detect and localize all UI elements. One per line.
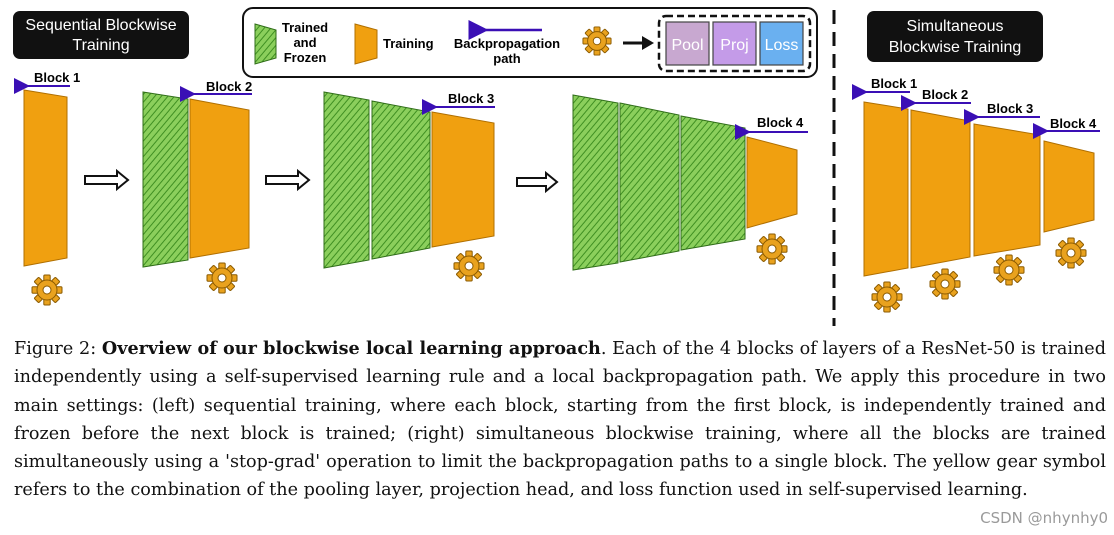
gear-icon xyxy=(1055,237,1087,269)
legend-training-label: Training xyxy=(383,36,434,51)
legend-components-box xyxy=(657,14,812,73)
right-title-line-2: Blockwise Training xyxy=(889,39,1022,56)
block-3-training xyxy=(973,123,1041,257)
block-3-label: Block 3 xyxy=(448,91,494,106)
stage-arrow-3 xyxy=(516,170,559,194)
sim-block-1-label: Block 1 xyxy=(871,76,917,91)
block-1-frozen xyxy=(323,91,370,269)
caption-body: . Each of the 4 blocks of layers of a Re… xyxy=(14,339,1106,501)
legend-gear-icon xyxy=(582,26,612,56)
caption-title: Overview of our blockwise local learning… xyxy=(101,338,601,359)
block-1-frozen xyxy=(572,94,619,271)
left-title-line-2: Training xyxy=(72,37,129,54)
legend-proj-box xyxy=(712,21,757,66)
block-3-frozen xyxy=(680,115,746,251)
left-title-box: Sequential Blockwise Training xyxy=(13,11,189,59)
block-1-label: Block 1 xyxy=(34,70,80,85)
legend-loss-label: Loss xyxy=(765,37,799,54)
sim-block-4-label: Block 4 xyxy=(1050,116,1097,131)
stage-arrow-1 xyxy=(84,168,130,192)
gear-icon xyxy=(453,250,485,282)
stage-4: Block 4 xyxy=(572,94,808,271)
gear-icon xyxy=(756,233,788,265)
right-title-box: Simultaneous Blockwise Training xyxy=(867,11,1043,62)
block-2-label: Block 2 xyxy=(206,79,252,94)
legend-training-swatch xyxy=(354,23,378,65)
figure-caption: Figure 2: Overview of our blockwise loca… xyxy=(14,335,1106,505)
block-2-training xyxy=(910,109,971,269)
simultaneous-stage: Block 1 Block 2 Block 3 Block 4 xyxy=(852,76,1100,313)
stage-arrow-2 xyxy=(265,168,311,192)
block-1-training xyxy=(863,101,909,277)
sim-block-2-label: Block 2 xyxy=(922,87,968,102)
legend-frozen-line-2: and xyxy=(293,35,316,50)
legend-frozen-line-3: Frozen xyxy=(284,50,327,65)
legend-right-arrow-head xyxy=(642,36,654,50)
sim-block-3-label: Block 3 xyxy=(987,101,1033,116)
block-2-training xyxy=(189,98,250,259)
legend-loss-box xyxy=(759,21,804,66)
legend-pool-box xyxy=(665,21,710,66)
legend-proj-label: Proj xyxy=(720,37,748,54)
block-4-training xyxy=(746,136,798,229)
block-1-training xyxy=(23,89,68,267)
legend-backprop-line-2: path xyxy=(493,51,521,66)
caption-label: Figure 2: xyxy=(14,339,97,359)
stage-3: Block 3 xyxy=(323,91,495,282)
gear-icon xyxy=(206,262,238,294)
block-2-frozen xyxy=(371,100,431,260)
legend-frozen-swatch xyxy=(254,23,277,65)
block-4-label: Block 4 xyxy=(757,115,804,130)
legend-pool-label: Pool xyxy=(671,37,703,54)
block-1-frozen xyxy=(142,91,189,268)
gear-icon xyxy=(993,254,1025,286)
stage-1: Block 1 xyxy=(13,70,80,306)
gear-icon xyxy=(871,281,903,313)
gear-icon xyxy=(31,274,63,306)
left-title-line-1: Sequential Blockwise xyxy=(25,17,176,34)
watermark: CSDN @nhynhy0 xyxy=(980,509,1108,527)
block-2-frozen xyxy=(619,102,680,263)
block-3-training xyxy=(431,111,495,248)
gear-icon xyxy=(929,268,961,300)
legend-backprop-line-1: Backpropagation xyxy=(454,36,560,51)
legend-frozen-line-1: Trained xyxy=(282,20,328,35)
blockwise-diagram: Sequential Blockwise Training Trained an… xyxy=(13,7,1100,326)
right-title-line-1: Simultaneous xyxy=(907,18,1004,35)
legend: Trained and Frozen Training Backpropagat… xyxy=(242,7,818,78)
stage-2: Block 2 xyxy=(142,79,252,294)
block-4-training xyxy=(1043,140,1095,233)
